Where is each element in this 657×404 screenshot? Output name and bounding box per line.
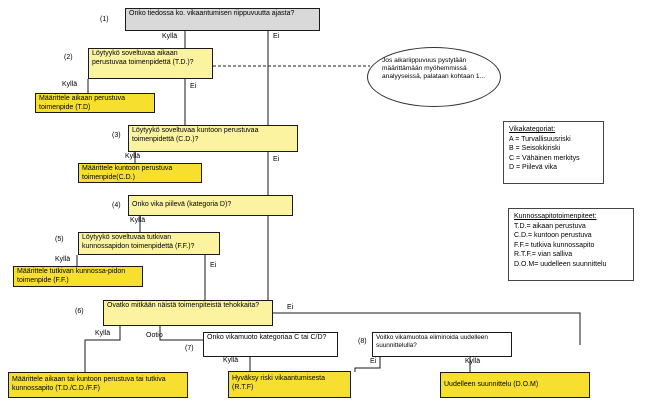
- step-number-5: (5): [55, 236, 64, 243]
- legend-action-item: C.D.= kuntoon perustuva: [514, 232, 592, 239]
- step-number-1: (1): [100, 16, 109, 23]
- edge-label-n6-no: Ei: [287, 304, 294, 311]
- legend-action-item: T.D.= aikaan perustuva: [514, 222, 586, 230]
- edge-n8-no: [354, 357, 381, 372]
- step-number-7: (7): [185, 345, 194, 352]
- node-time-based-action: Löytyykö soveltuvaa aikaan perustuvaa to…: [88, 48, 213, 79]
- legend-category-item: A = Turvallisuusriski: [509, 135, 571, 143]
- node-actions-effective: Ovatko mitkään näistä toimenpiteistä teh…: [103, 300, 273, 326]
- edge-label-n8-no: Ei: [370, 358, 377, 365]
- step-number-6: (6): [75, 308, 84, 315]
- result-combined-action: Määrittele aikaan tai kuntoon perustuva …: [8, 372, 188, 398]
- legend-action-item: R.T.F.= vian salliva: [514, 251, 573, 258]
- legend-action-item: F.F.= tutkiva kunnossapito: [514, 241, 595, 249]
- edge-label-n1-no: Ei: [273, 33, 280, 40]
- step-number-8: (8): [358, 338, 367, 345]
- legend-categories-title: Vikakategoriat:: [509, 126, 556, 133]
- result-time-based-action: Määrittele aikaan perustuva toimenpide (…: [35, 93, 155, 113]
- edge-label-n2-yes: Kyllä: [62, 81, 78, 88]
- edge-label-n6-yes: Kyllä: [95, 330, 111, 337]
- step-number-2: (2): [64, 54, 73, 61]
- edge-label-n2-no: Ei: [190, 83, 197, 90]
- result-run-to-failure: Hyväksy riski vikaantumisesta (R.T.F): [228, 371, 351, 398]
- edge-label-n5-yes: Kyllä: [55, 256, 71, 263]
- legend-category-item: B = Seisokkiriski: [509, 145, 561, 152]
- legend-maintenance-actions: Kunnossapitotoimenpiteet: T.D.= aikaan p…: [508, 208, 634, 281]
- result-condition-based-action: Määrittele kuntoon perustuva toimenpide(…: [78, 163, 202, 183]
- edge-label-n3-no: Ei: [273, 156, 280, 163]
- result-redesign: Uudelleen suunnittelu (D.O.M): [440, 372, 590, 398]
- node-time-dependency: Onko tiedossa ko. vikaantumisen riippuvu…: [125, 8, 320, 31]
- step-number-3: (3): [112, 132, 121, 139]
- edge-label-n6-maybe: Ootio: [146, 332, 163, 339]
- edge-label-n7-yes: Kyllä: [223, 357, 239, 364]
- edge-n6-maybe: [159, 326, 203, 341]
- node-condition-based-action: Löytyykö soveltuvaa kuntoon perustuvaa t…: [128, 125, 298, 152]
- legend-actions-title: Kunnossapitotoimenpiteet:: [514, 213, 597, 220]
- legend-action-item: D.O.M= uudelleen suunnittelu: [514, 260, 607, 268]
- step-number-4: (4): [112, 202, 121, 209]
- legend-category-item: C = Vähäinen merkitys: [509, 154, 580, 162]
- result-failure-finding-action: Määrittele tutkivan kunnossa-pidon toime…: [13, 266, 143, 287]
- legend-category-item: D = Piilevä vika: [509, 164, 558, 171]
- node-failure-finding-action: Löytyykö soveltuvaa tutkivan kunnossapid…: [78, 232, 220, 255]
- node-redesign-possible: Voitko vikamuotoa eliminoida uudelleen s…: [372, 332, 512, 357]
- edge-label-n3-yes: Kyllä: [125, 153, 141, 160]
- edge-n6-yes: [84, 326, 121, 372]
- node-category-c: Onko vikamuoto kategoriaa C tai C/D?: [203, 332, 338, 357]
- edge-label-n4-yes: Kyllä: [130, 217, 146, 224]
- edge-label-n5-no: Ei: [210, 262, 217, 269]
- edge-label-n8-yes: Kyllä: [465, 358, 481, 365]
- legend-failure-categories: Vikakategoriat: A = Turvallisuusriski B …: [503, 121, 604, 184]
- node-hidden-failure: Onko vika piilevä (kategoria D)?: [128, 195, 293, 216]
- edge-label-n1-yes: Kyllä: [162, 33, 178, 40]
- edge-n6-no: [272, 312, 581, 345]
- note-time-dependency: Jos aikariippuvuus pystytään määrittämää…: [367, 47, 501, 107]
